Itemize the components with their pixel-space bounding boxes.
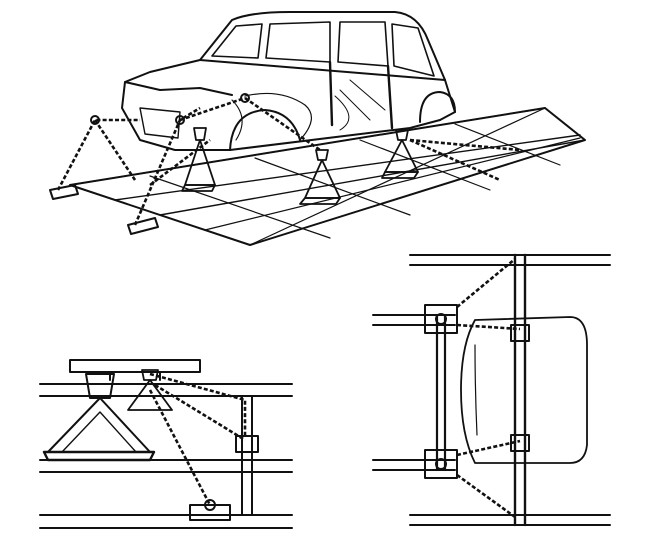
perspective-illustration [49, 11, 586, 246]
clamp-post [235, 395, 259, 516]
rail-clamp-icon [189, 499, 231, 521]
support-stand-icon [127, 369, 173, 411]
car-body-icon [121, 11, 456, 151]
floor-rail [39, 383, 293, 529]
car-body-icon [460, 316, 588, 464]
rail-clamp-icon [424, 304, 530, 479]
tension-chain-icon [456, 257, 521, 519]
floor-rail [372, 253, 611, 527]
support-stand-icon [181, 127, 419, 205]
support-stand-icon [42, 373, 156, 462]
side-detail-panel [30, 340, 300, 535]
floor-frame [69, 107, 586, 246]
rail-clamp-icon [49, 93, 250, 235]
side-detail-illustration [39, 359, 293, 529]
tension-chain-icon [56, 96, 521, 226]
tension-chain-icon [148, 372, 247, 506]
top-detail-panel [365, 245, 615, 535]
top-detail-illustration [372, 253, 611, 527]
perspective-panel [0, 0, 650, 260]
car-sill [69, 359, 201, 381]
